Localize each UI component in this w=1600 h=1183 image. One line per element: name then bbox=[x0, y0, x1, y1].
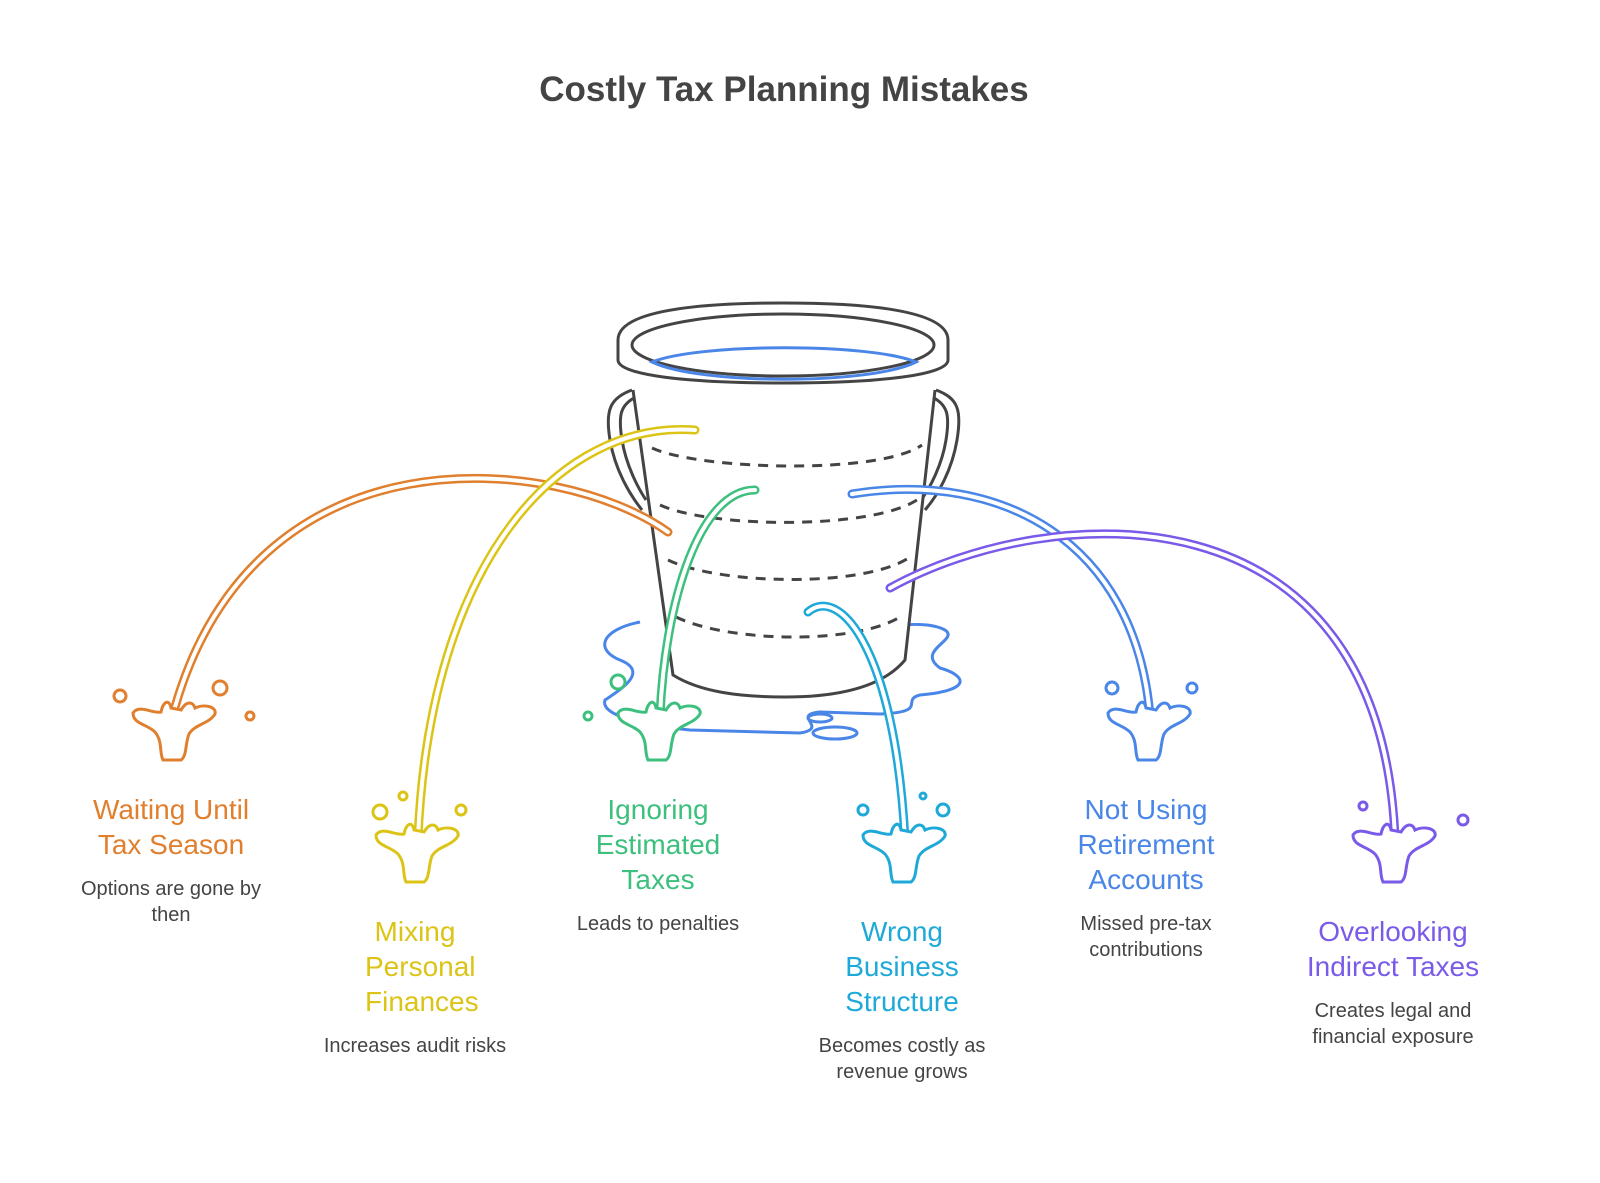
item-wrong-business-structure: Wrong Business Structure Becomes costly … bbox=[782, 914, 1022, 1085]
droplet-icon bbox=[1185, 681, 1199, 695]
item-overlooking-indirect-taxes: Overlooking Indirect Taxes Creates legal… bbox=[1273, 914, 1513, 1050]
droplet-icon bbox=[454, 803, 468, 817]
puddle bbox=[603, 620, 962, 735]
item-description: Missed pre-tax contributions bbox=[1080, 913, 1212, 961]
droplet-icon bbox=[211, 679, 229, 697]
splash-icon bbox=[1351, 800, 1470, 884]
splash-icon bbox=[1104, 680, 1199, 762]
splash-icon bbox=[582, 673, 702, 762]
droplet-icon bbox=[609, 673, 627, 691]
droplet-icon bbox=[1357, 800, 1369, 812]
droplet-icon bbox=[582, 710, 594, 722]
item-description: Options are gone by then bbox=[80, 878, 262, 926]
page-title: Costly Tax Planning Mistakes bbox=[539, 70, 1029, 109]
item-label: Waiting Until Tax Season bbox=[92, 794, 250, 860]
droplet-icon bbox=[856, 803, 870, 817]
splash-icon bbox=[856, 791, 951, 884]
item-description: Becomes costly as revenue grows bbox=[818, 1035, 986, 1083]
stream-5 bbox=[885, 529, 1400, 843]
droplet-icon bbox=[1456, 813, 1470, 827]
droplet-icon bbox=[371, 803, 389, 821]
stream-3 bbox=[803, 601, 910, 845]
droplet-icon bbox=[112, 688, 128, 704]
item-label: Wrong Business Structure bbox=[845, 916, 959, 1017]
item-waiting-until-tax-season: Waiting Until Tax Season Options are gon… bbox=[51, 792, 291, 928]
item-label: Mixing Personal Finances bbox=[365, 916, 479, 1017]
bucket-bands bbox=[651, 443, 923, 639]
item-not-using-retirement-accounts: Not Using Retirement Accounts Missed pre… bbox=[1026, 792, 1266, 963]
splash-icon bbox=[371, 790, 468, 884]
droplet-icon bbox=[1104, 680, 1120, 696]
item-description: Creates legal and financial exposure bbox=[1312, 1000, 1474, 1048]
item-label: Overlooking Indirect Taxes bbox=[1306, 916, 1480, 982]
stream-2 bbox=[655, 485, 760, 721]
stream-0 bbox=[167, 473, 673, 723]
bucket-body bbox=[631, 389, 937, 699]
item-description: Increases audit risks bbox=[323, 1035, 507, 1057]
droplet-icon bbox=[244, 710, 256, 722]
droplet-icon bbox=[397, 790, 409, 802]
item-ignoring-estimated-taxes: Ignoring Estimated Taxes Leads to penalt… bbox=[538, 792, 778, 937]
droplet-icon bbox=[918, 791, 928, 801]
item-mixing-personal-finances: Mixing Personal Finances Increases audit… bbox=[295, 914, 535, 1059]
splash-icon bbox=[112, 679, 256, 762]
droplet-icon bbox=[935, 802, 951, 818]
item-label: Ignoring Estimated Taxes bbox=[595, 794, 721, 895]
item-description: Leads to penalties bbox=[576, 913, 740, 935]
water-surface bbox=[648, 346, 920, 381]
stream-4 bbox=[847, 484, 1155, 721]
item-label: Not Using Retirement Accounts bbox=[1077, 794, 1215, 895]
stream-1 bbox=[413, 425, 700, 843]
